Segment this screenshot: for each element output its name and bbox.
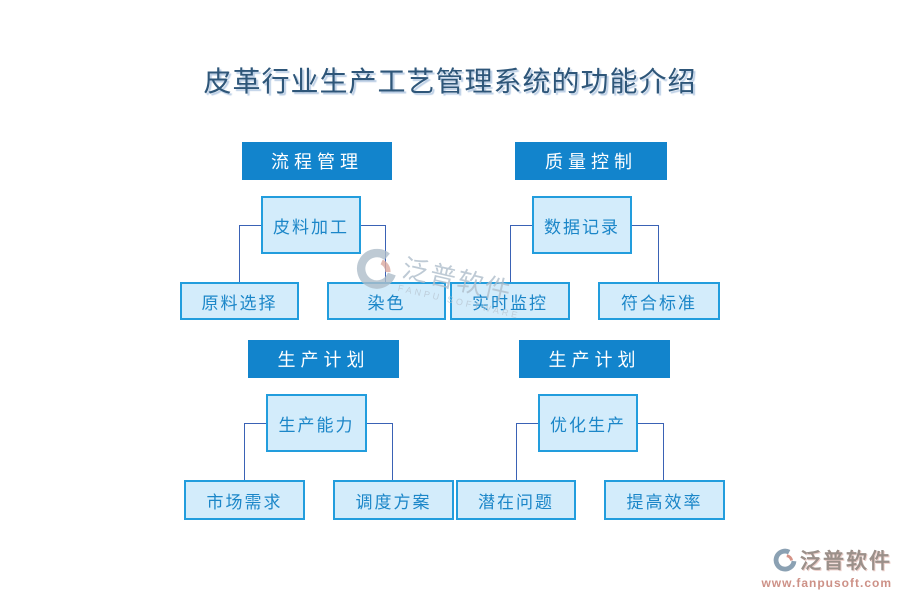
node-dyeing: 染色 (327, 282, 446, 320)
connector-line (632, 225, 659, 282)
section-header-production-planning: 生产计划 (248, 340, 399, 378)
section-header-process-management: 流程管理 (242, 142, 392, 180)
connector-line (638, 423, 664, 480)
node-potential-issues: 潜在问题 (456, 480, 576, 520)
watermark-brand-name: 泛普软件 (800, 550, 892, 573)
watermark-url: www.fanpusoft.com (761, 576, 892, 590)
fanpu-swoosh-logo-icon (773, 548, 797, 571)
connector-line (239, 225, 261, 282)
node-standards-compliance: 符合标准 (598, 282, 720, 320)
connector-line (367, 423, 393, 480)
page-title: 皮革行业生产工艺管理系统的功能介绍 (203, 65, 697, 98)
section-header-quality-control: 质量控制 (515, 142, 667, 180)
watermark-brand: 泛普软件 www.fanpusoft.com (761, 545, 892, 590)
node-production-optimization: 优化生产 (538, 394, 638, 452)
connector-line (516, 423, 538, 480)
connector-line (510, 225, 532, 282)
node-raw-material-selection: 原料选择 (180, 282, 299, 320)
node-market-demand: 市场需求 (184, 480, 305, 520)
node-scheduling-plan: 调度方案 (333, 480, 454, 520)
connector-line (244, 423, 266, 480)
node-efficiency-improvement: 提高效率 (604, 480, 725, 520)
node-leather-processing: 皮料加工 (261, 196, 361, 254)
connector-line (361, 225, 386, 282)
section-header-production-planning-2: 生产计划 (519, 340, 670, 378)
node-data-recording: 数据记录 (532, 196, 632, 254)
node-production-capacity: 生产能力 (266, 394, 367, 452)
node-realtime-monitoring: 实时监控 (450, 282, 570, 320)
